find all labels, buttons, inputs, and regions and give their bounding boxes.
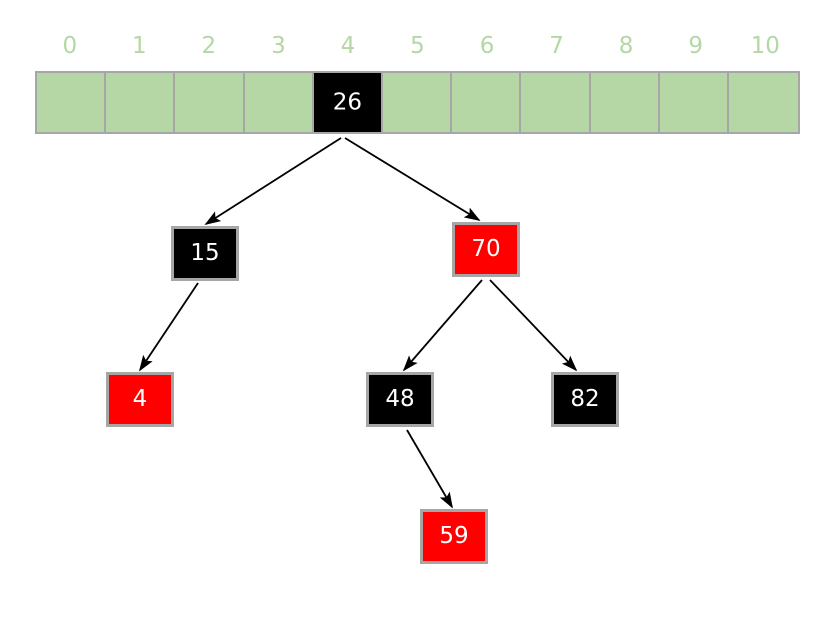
- tree-edge-n48-to-n59: [406, 429, 453, 509]
- array-cell-5[interactable]: [382, 73, 453, 132]
- tree-edge-n70-to-n82: [489, 279, 578, 372]
- tree-node-59[interactable]: 59: [420, 509, 488, 564]
- tree-node-15[interactable]: 15: [171, 226, 239, 281]
- array-cell-10[interactable]: [728, 73, 799, 132]
- array-cell-0[interactable]: [37, 73, 107, 132]
- array-cell-4[interactable]: 26: [313, 73, 383, 132]
- array-index-label-10: 10: [750, 33, 780, 59]
- array-index-label-9: 9: [688, 33, 703, 59]
- tree-node-value: 15: [190, 240, 220, 266]
- tree-edge-n70-to-n48: [402, 279, 483, 372]
- array-cell-3[interactable]: [244, 73, 314, 132]
- tree-node-value: 70: [471, 236, 501, 262]
- array-cell-9[interactable]: [659, 73, 729, 132]
- array-index-label-0: 0: [62, 33, 78, 59]
- array-cell-1[interactable]: [106, 73, 176, 132]
- array-index-label-3: 3: [271, 33, 286, 59]
- array-cell-6[interactable]: [452, 73, 522, 132]
- tree-edge-n15-to-n4: [139, 282, 199, 372]
- array-index-label-7: 7: [549, 33, 564, 59]
- array-cell-7[interactable]: [521, 73, 591, 132]
- tree-node-value: 48: [385, 386, 415, 412]
- tree-node-4[interactable]: 4: [106, 372, 174, 427]
- tree-edge-n26-to-n70: [344, 137, 481, 221]
- tree-edge-n26-to-n15: [204, 137, 342, 225]
- array-index-label-8: 8: [618, 33, 634, 59]
- array-index-label-4: 4: [340, 33, 356, 59]
- array-index-label-5: 5: [410, 33, 425, 59]
- tree-node-70[interactable]: 70: [452, 222, 520, 277]
- array-index-label-1: 1: [131, 33, 147, 59]
- array-index-label-2: 2: [201, 33, 217, 59]
- array-index-label-6: 6: [479, 33, 495, 59]
- hash-table-array: 26: [35, 71, 800, 134]
- tree-node-value: 4: [132, 386, 148, 412]
- array-cell-value: 26: [332, 89, 362, 115]
- tree-node-value: 59: [439, 523, 469, 549]
- tree-node-82[interactable]: 82: [551, 372, 619, 427]
- array-cell-2[interactable]: [175, 73, 245, 132]
- tree-node-value: 82: [570, 386, 600, 412]
- array-cell-8[interactable]: [590, 73, 660, 132]
- tree-node-48[interactable]: 48: [366, 372, 434, 427]
